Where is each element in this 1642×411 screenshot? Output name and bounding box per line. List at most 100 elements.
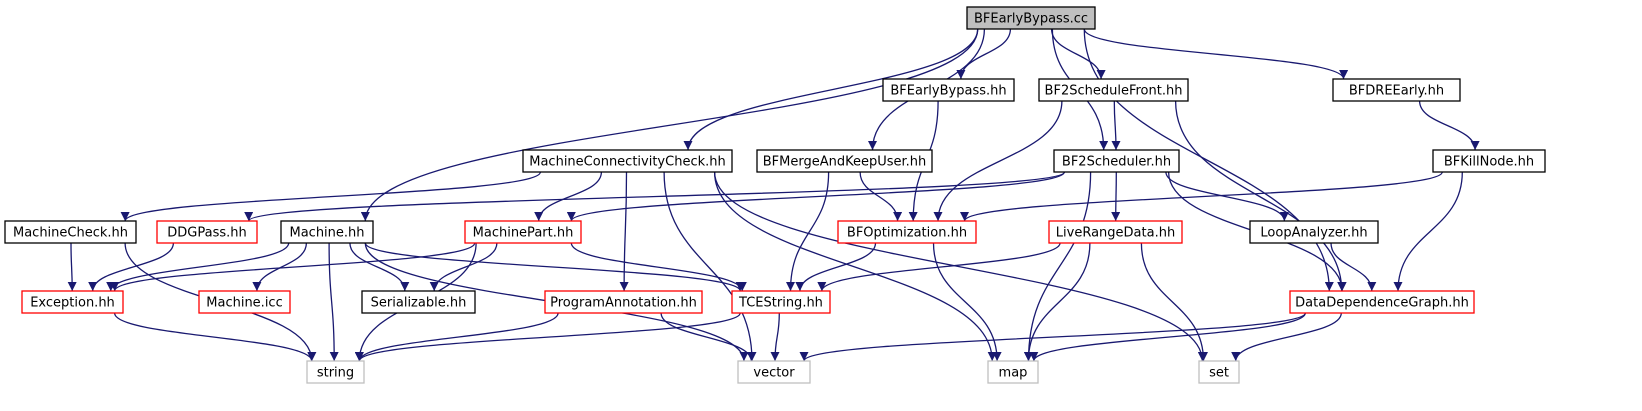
node-lrd[interactable]: LiveRangeData.hh bbox=[1048, 220, 1183, 244]
edge-machine-to-tces bbox=[364, 242, 745, 292]
edge-arrow bbox=[933, 100, 1063, 222]
node-loop[interactable]: LoopAnalyzer.hh bbox=[1249, 220, 1379, 244]
edge-arrow bbox=[1165, 171, 1289, 222]
edge-arrow bbox=[713, 171, 1207, 362]
edge-mcc-to-set bbox=[713, 171, 1207, 362]
edge-ddgpass-to-exc bbox=[88, 242, 175, 292]
edge-pann-to-string bbox=[354, 312, 559, 362]
node-box bbox=[361, 290, 476, 314]
node-bfkill[interactable]: BFKillNode.hh bbox=[1432, 149, 1546, 173]
edge-arrow bbox=[799, 312, 1306, 362]
edge-arrow bbox=[113, 312, 317, 362]
node-ser[interactable]: Serializable.hh bbox=[361, 290, 476, 314]
node-box bbox=[280, 220, 374, 244]
edge-bf2s-to-loop bbox=[1165, 171, 1289, 222]
node-label: BFKillNode.hh bbox=[1444, 155, 1534, 170]
node-mcc[interactable]: MachineConnectivityCheck.hh bbox=[522, 149, 733, 173]
node-label: MachinePart.hh bbox=[473, 226, 574, 241]
edge-bfopt-to-tces bbox=[795, 242, 877, 292]
edge-bf2s-to-map bbox=[1024, 171, 1092, 362]
node-box bbox=[1289, 290, 1475, 314]
edge-arrow bbox=[534, 171, 603, 222]
node-box bbox=[1332, 78, 1461, 102]
edge-bf2sf-to-ddg bbox=[1174, 100, 1347, 292]
node-label: DDGPass.hh bbox=[167, 226, 246, 241]
edge-arrow bbox=[795, 242, 877, 292]
edge-arrow bbox=[354, 312, 741, 362]
node-bfmk[interactable]: BFMergeAndKeepUser.hh bbox=[756, 149, 933, 173]
edge-root-to-ddg bbox=[1083, 28, 1334, 292]
node-pann[interactable]: ProgramAnnotation.hh bbox=[544, 290, 703, 314]
edge-arrow bbox=[1393, 171, 1463, 292]
node-ddg[interactable]: DataDependenceGraph.hh bbox=[1289, 290, 1475, 314]
node-root[interactable]: BFEarlyBypass.cc bbox=[966, 6, 1096, 30]
node-label: map bbox=[999, 366, 1028, 381]
node-map: map bbox=[987, 360, 1039, 384]
edge-layer bbox=[67, 28, 1480, 362]
node-box bbox=[837, 220, 977, 244]
edge-arrow bbox=[1111, 171, 1121, 222]
node-machine[interactable]: Machine.hh bbox=[280, 220, 374, 244]
edge-loop-to-ddg bbox=[1330, 242, 1377, 292]
node-label: DataDependenceGraph.hh bbox=[1295, 296, 1469, 311]
edge-arrow bbox=[619, 171, 629, 292]
node-box bbox=[306, 360, 365, 384]
node-box bbox=[737, 360, 811, 384]
edge-bfopt-to-map bbox=[932, 242, 1002, 362]
node-bfopt[interactable]: BFOptimization.hh bbox=[837, 220, 977, 244]
node-box bbox=[882, 78, 1015, 102]
node-box bbox=[4, 220, 137, 244]
node-box bbox=[544, 290, 703, 314]
node-label: BFDREEarly.hh bbox=[1349, 84, 1444, 99]
edge-bf2s-to-mpart bbox=[566, 171, 1066, 222]
edge-arrow bbox=[1083, 28, 1349, 80]
edge-machine-to-ser bbox=[349, 242, 410, 292]
node-bfeb_hh[interactable]: BFEarlyBypass.hh bbox=[882, 78, 1015, 102]
node-bf2sf[interactable]: BF2ScheduleFront.hh bbox=[1038, 78, 1189, 102]
edge-arrow bbox=[566, 171, 1066, 222]
node-box bbox=[1048, 220, 1183, 244]
node-box bbox=[1038, 78, 1189, 102]
edge-arrow bbox=[120, 171, 542, 222]
edge-arrow bbox=[663, 171, 757, 362]
edge-arrow bbox=[1111, 100, 1121, 151]
node-ddgpass[interactable]: DDGPass.hh bbox=[156, 220, 258, 244]
edge-mcc-to-map bbox=[713, 171, 997, 362]
node-set: set bbox=[1198, 360, 1240, 384]
edge-arrow bbox=[713, 171, 997, 362]
node-bfdre[interactable]: BFDREEarly.hh bbox=[1332, 78, 1461, 102]
node-exc[interactable]: Exception.hh bbox=[21, 290, 124, 314]
edge-bf2sf-to-bf2s bbox=[1111, 100, 1121, 151]
edge-exc-to-string bbox=[113, 312, 317, 362]
edge-arrow bbox=[683, 28, 979, 151]
edge-machine-to-micc bbox=[252, 242, 308, 292]
edge-mpart-to-exc bbox=[110, 242, 476, 292]
edge-arrow bbox=[960, 171, 1443, 222]
node-bf2s[interactable]: BF2Scheduler.hh bbox=[1053, 149, 1180, 173]
edge-ddg-to-set bbox=[1231, 312, 1342, 362]
node-tces[interactable]: TCEString.hh bbox=[731, 290, 831, 314]
node-label: string bbox=[317, 366, 354, 381]
edge-mcc-to-mcheck bbox=[120, 171, 542, 222]
node-label: MachineConnectivityCheck.hh bbox=[529, 155, 725, 170]
node-box bbox=[464, 220, 582, 244]
edge-arrow bbox=[354, 312, 559, 362]
node-micc[interactable]: Machine.icc bbox=[198, 290, 291, 314]
edge-arrow bbox=[570, 242, 747, 292]
node-label: MachineCheck.hh bbox=[13, 226, 128, 241]
edge-mcheck-to-exc bbox=[67, 242, 77, 292]
edge-arrow bbox=[328, 242, 339, 362]
edge-bfmk-to-tces bbox=[786, 171, 830, 292]
node-mpart[interactable]: MachinePart.hh bbox=[464, 220, 582, 244]
edge-arrow bbox=[1029, 312, 1306, 362]
edge-mcc-to-vector bbox=[663, 171, 757, 362]
node-box bbox=[731, 290, 831, 314]
edge-root-to-machine bbox=[360, 28, 979, 222]
node-mcheck[interactable]: MachineCheck.hh bbox=[4, 220, 137, 244]
node-label: LoopAnalyzer.hh bbox=[1260, 226, 1367, 241]
node-label: LiveRangeData.hh bbox=[1056, 226, 1175, 241]
node-box bbox=[1249, 220, 1379, 244]
edge-bfkill-to-ddg bbox=[1393, 171, 1463, 292]
edge-bf2s-to-ddgpass bbox=[244, 171, 1066, 222]
edge-arrow bbox=[1418, 100, 1480, 151]
